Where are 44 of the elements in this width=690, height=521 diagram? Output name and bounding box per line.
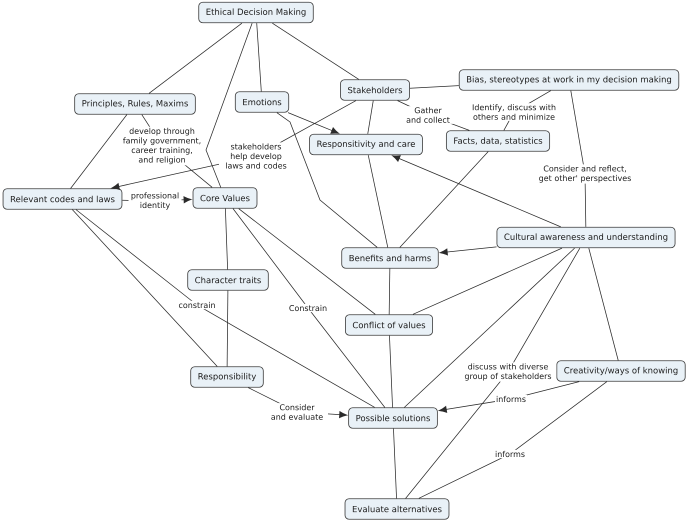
connector-line <box>226 290 228 367</box>
concept-box: Emotions <box>234 91 290 113</box>
connector-line <box>405 248 580 499</box>
concept-box: Conflict of values <box>345 314 433 336</box>
concept-box: Relevant codes and laws <box>2 188 122 210</box>
connector-line <box>367 100 374 134</box>
concept-box: Ethical Decision Making <box>198 2 314 24</box>
connector-line <box>256 22 262 92</box>
concept-box: Cultural awareness and understanding <box>496 226 676 248</box>
connector-line <box>410 85 460 89</box>
connector-line <box>70 114 128 189</box>
connector-line <box>404 248 575 408</box>
connector-line <box>225 208 228 270</box>
concept-box: Character traits <box>187 269 269 291</box>
connector-line <box>418 381 608 499</box>
connector-line <box>393 428 397 499</box>
arrow <box>440 246 497 256</box>
connector-line <box>238 208 376 315</box>
concept-box: Creativity/ways of knowing <box>556 360 686 382</box>
connector-line <box>72 209 218 367</box>
connector-line <box>76 209 375 408</box>
arrow <box>392 155 562 228</box>
concept-box: Core Values <box>192 187 258 209</box>
connector-line <box>272 22 360 80</box>
concept-box: Facts, data, statistics <box>446 130 550 152</box>
connector-line <box>148 22 242 94</box>
concept-box: Possible solutions <box>348 407 438 429</box>
concept-box: Evaluate alternatives <box>344 498 450 520</box>
arrow <box>288 112 340 134</box>
connector-line <box>368 154 388 248</box>
connector-line <box>412 248 562 315</box>
connector-line <box>232 208 386 408</box>
connector-line <box>276 112 378 248</box>
concept-box: Bias, stereotypes at work in my decision making <box>458 69 680 91</box>
connector-line <box>588 248 619 361</box>
connector-line <box>389 335 393 408</box>
concept-box: Stakeholders <box>340 79 410 101</box>
connector-line <box>399 151 489 248</box>
concept-box: Responsitivity and care <box>309 134 423 156</box>
connector-line <box>388 268 390 315</box>
connector-line <box>206 22 253 188</box>
concept-box: Responsibility <box>190 366 264 388</box>
concept-box: Principles, Rules, Maxims <box>74 93 196 115</box>
concept-box: Benefits and harms <box>341 247 439 269</box>
